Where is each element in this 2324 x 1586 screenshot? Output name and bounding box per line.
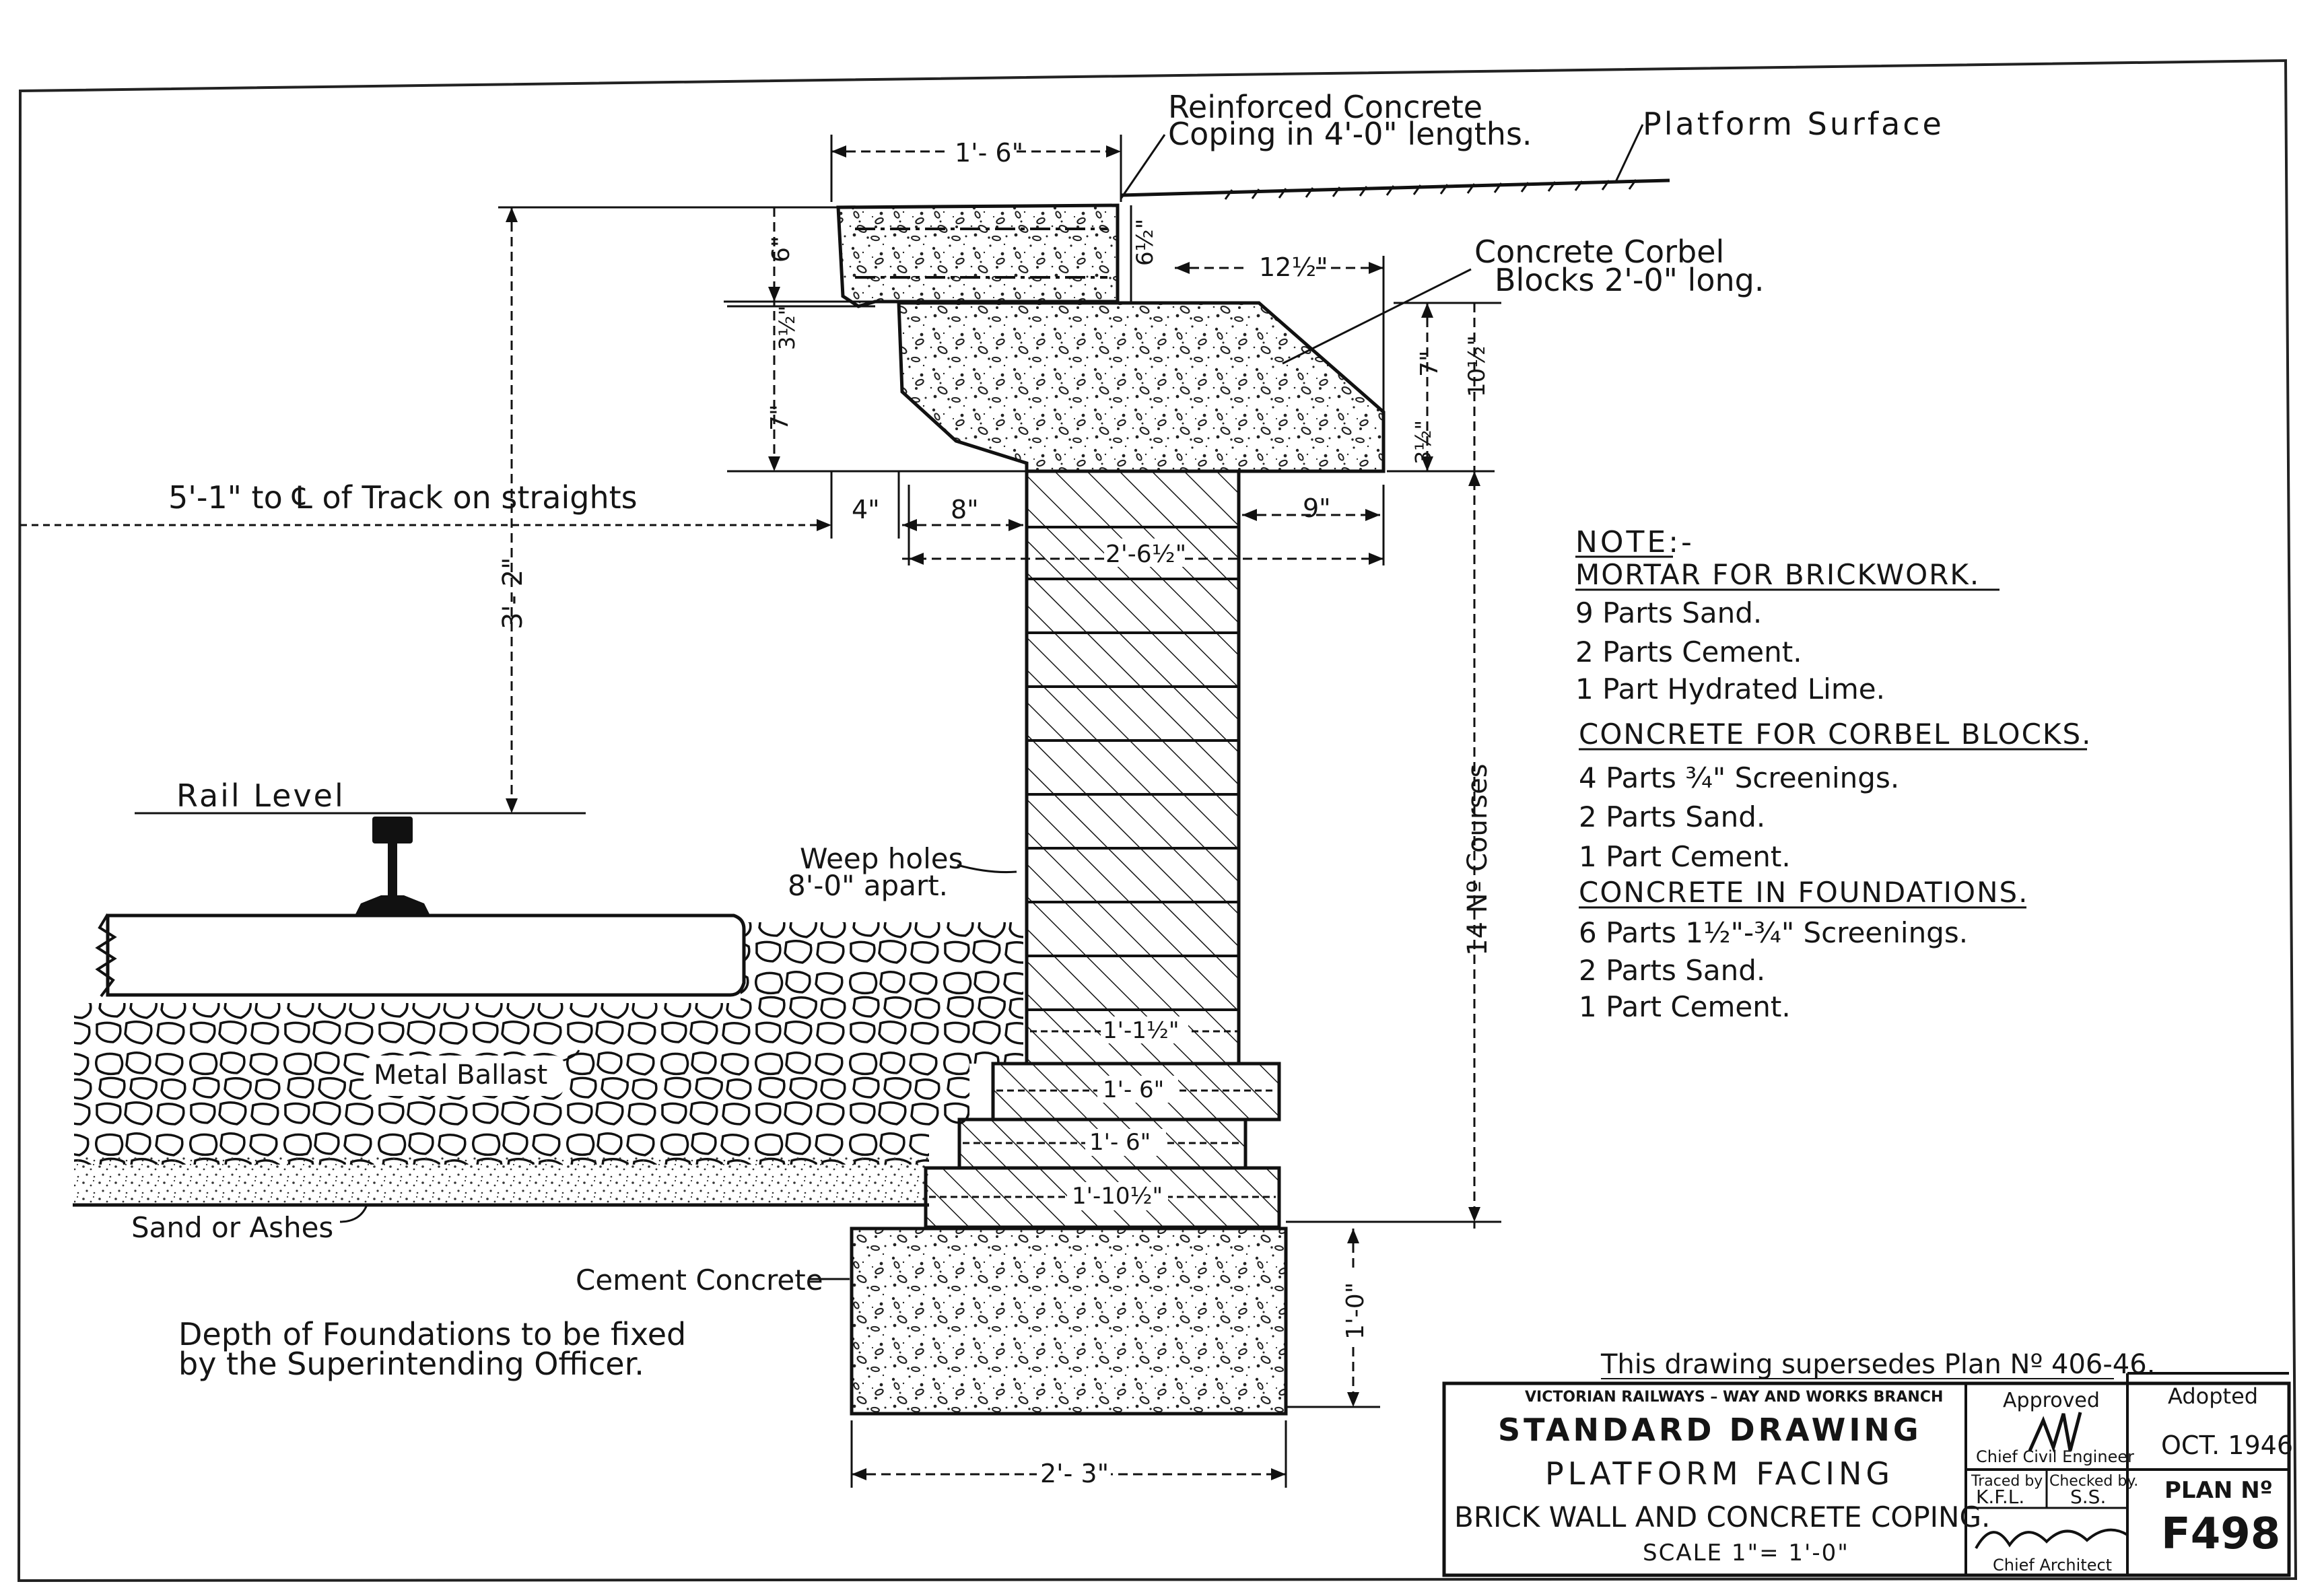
coping [836,203,1120,308]
rail [355,817,430,914]
note-heading: NOTE:- [1575,525,1695,559]
foundation-concrete [850,1227,1288,1416]
note-section-1-item-1: 9 Parts Sand. [1575,596,1762,629]
dim-rail-height: 3'- 2" [498,557,528,629]
dim-footing-4: 1'-10½" [1072,1183,1163,1210]
tb-chief-architect: Chief Architect [1993,1556,2112,1575]
title-block: VICTORIAN RAILWAYS – WAY AND WORKS BRANC… [1442,1372,2293,1577]
dim-foundation-width-bg [1037,1459,1111,1488]
dim-offset-9: 9" [1303,493,1331,523]
dim-wall-total-bg [1104,539,1185,567]
dim-corbel-right-7: 7" [1416,351,1443,377]
metal-ballast-label: Metal Ballast [374,1060,547,1091]
dim-footing-4-bg [1067,1182,1168,1210]
tb-traced-label: Traced by [1971,1473,2043,1490]
weep-holes-label-2: 8'-0" apart. [788,869,948,902]
tb-approved-label: Approved [2003,1389,2100,1412]
dim-footing-3-bg [1085,1129,1166,1156]
supersedes-note: This drawing supersedes Plan Nº 406-46. [1600,1349,2155,1380]
foundation-depth-label-1: Depth of Foundations to be fixed [178,1316,686,1352]
dim-foundation-depth: 1'-0" [1342,1282,1369,1340]
cement-concrete-label: Cement Concrete [576,1264,823,1297]
tb-title-2: BRICK WALL AND CONCRETE COPING. [1454,1501,1990,1533]
dim-corbel-right-3h: 3½" [1410,420,1436,464]
tb-branch: VICTORIAN RAILWAYS – WAY AND WORKS BRANC… [1525,1389,1943,1406]
note-section-2-item-3: 1 Part Cement. [1579,840,1791,873]
arrowheads [506,145,1480,1480]
dim-coping-depth: 6" [767,236,795,263]
platform-surface [1120,178,1670,200]
dim-footing-2-bg [1097,1076,1178,1103]
dim-corbel-projection: 12½" [1259,252,1328,282]
tb-checked-label: Checked by. [2049,1473,2138,1490]
sleeper [95,913,746,998]
dim-footing-1-bg [1101,1016,1188,1043]
note-section-1-item-2: 2 Parts Cement. [1575,635,1802,668]
note-section-3-item-1: 6 Parts 1½"-¾" Screenings. [1579,916,1968,949]
platform-surface-label: Platform Surface [1643,106,1944,142]
tb-adopted-label: Adopted [2168,1383,2258,1409]
dim-offset-8: 8" [951,495,979,524]
note-section-1-item-3: 1 Part Hydrated Lime. [1575,673,1885,705]
tb-architect-signature [1975,1528,2129,1549]
tb-type: STANDARD DRAWING [1498,1412,1922,1448]
dim-corbel-right-10h: 10½" [1464,335,1491,397]
dim-foundation-width: 2'- 3" [1040,1459,1109,1488]
rail-level-label: Rail Level [176,778,345,814]
sand-ashes-label: Sand or Ashes [131,1211,333,1244]
note-section-2-item-1: 4 Parts ¾" Screenings. [1579,761,1899,794]
note-section-3-item-3: 1 Part Cement. [1579,990,1791,1023]
corbel-label-1: Concrete Corbel [1474,234,1724,270]
tb-traced-by: K.F.L. [1976,1486,2024,1508]
tb-approval-signature [2028,1412,2082,1453]
note-section-3-title: CONCRETE IN FOUNDATIONS. [1579,876,2029,909]
tb-scale: SCALE 1"= 1'-0" [1643,1540,1849,1566]
metal-ballast-label-bg [364,1056,566,1096]
dim-offset-4: 4" [852,495,880,524]
note-section-1-title: MORTAR FOR BRICKWORK. [1575,558,1980,591]
dim-footing-3: 1'- 6" [1089,1129,1151,1156]
tb-plan-no: F498 [2161,1509,2280,1559]
tb-checked-by: S.S. [2070,1486,2106,1508]
coping-label-1: Reinforced Concrete [1168,89,1482,125]
dimension-labels: 1'- 6" 6" 6½" 12½" 3½" 7" 7" 3½" 10½" 4"… [498,138,1491,1488]
dim-corbel-left-top: 3½" [774,306,800,350]
coping-label-2: Coping in 4'-0" lengths. [1168,116,1532,152]
dim-footing-1: 1'-1½" [1103,1017,1179,1044]
corbel-block [897,301,1386,473]
dim-corbel-left-mid: 7" [766,405,794,431]
weep-holes-label-1: Weep holes [800,842,963,875]
foundation-depth-label-2: by the Superintending Officer. [178,1346,644,1382]
dim-coping-right-depth: 6½" [1132,219,1159,266]
note-section-2-title: CONCRETE FOR CORBEL BLOCKS. [1579,718,2092,751]
dim-wall-total: 2'-6½" [1105,541,1186,568]
tb-chief-civil: Chief Civil Engineer [1976,1447,2134,1466]
tb-adopted: OCT. 1946 [2161,1430,2293,1460]
corbel-label-2: Blocks 2'-0" long. [1495,262,1764,298]
note-section-3-item-2: 2 Parts Sand. [1579,954,1765,987]
labels: Reinforced Concrete Coping in 4'-0" leng… [131,89,1944,1382]
track-offset-label: 5'-1" to ℄ of Track on straights [168,479,638,516]
note-section-2-item-2: 2 Parts Sand. [1579,800,1765,833]
tb-title-1: PLATFORM FACING [1545,1455,1894,1492]
brick-wall [1025,469,1241,1066]
coping-reinforcement [855,228,1107,279]
courses-label: 14 Nº Courses [1462,763,1493,956]
dim-foundation-depth-bg [1340,1272,1367,1346]
sheet-border [17,59,2298,1583]
ballast-bed [74,922,1023,1165]
dim-footing-2: 1'- 6" [1103,1076,1164,1103]
dim-coping-width: 1'- 6" [955,138,1023,168]
note-block: NOTE:- MORTAR FOR BRICKWORK. 9 Parts San… [1575,525,2092,1023]
tb-plan-label: PLAN Nº [2164,1477,2273,1504]
sand-ashes-layer [74,1157,929,1204]
